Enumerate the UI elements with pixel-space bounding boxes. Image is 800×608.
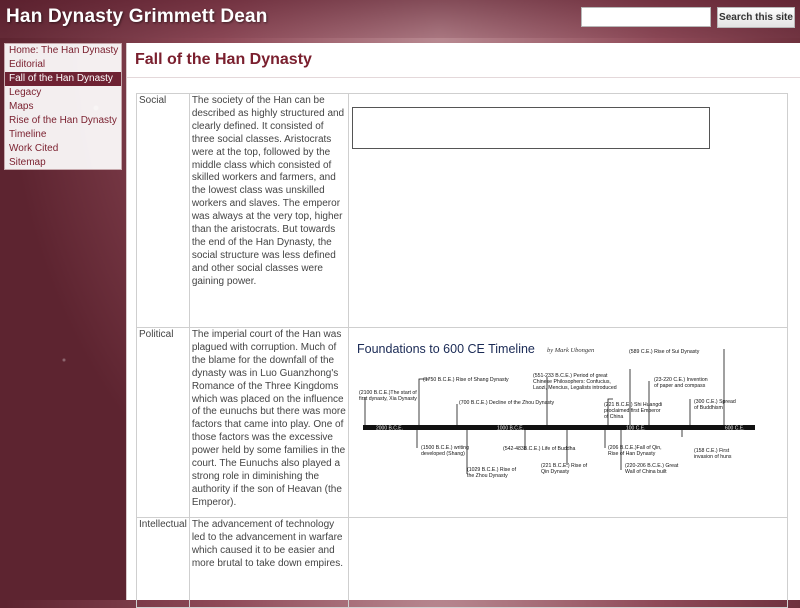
row-label: Political (136, 327, 190, 518)
sidebar-item-legacy[interactable]: Legacy (9, 87, 42, 98)
content-table: Social The society of the Han can be des… (136, 93, 788, 608)
timeline-axis-bar (362, 425, 755, 430)
sidebar-item-work-cited[interactable]: Work Cited (9, 143, 59, 154)
search-button[interactable]: Search this site (717, 7, 795, 28)
timeline-byline: by Mark Ubongen (547, 347, 594, 354)
site-title[interactable]: Han Dynasty Grimmett Dean (6, 6, 268, 27)
row-text: The advancement of technology led to the… (188, 517, 349, 608)
sidebar-item-editorial[interactable]: Editorial (9, 59, 46, 70)
axis-label: 100 C.E. (626, 426, 645, 432)
axis-label: 2000 B.C.E. (376, 426, 403, 432)
sidebar-item-sitemap[interactable]: Sitemap (9, 157, 46, 168)
sidebar-item-home[interactable]: Home: The Han Dynasty (9, 45, 119, 56)
timeline-image-cell: Foundations to 600 CE Timeline by Mark U… (347, 327, 788, 518)
sidebar-item-fall-of-the-han-dynasty[interactable]: Fall of the Han Dynasty (5, 72, 121, 86)
sidebar-item-maps[interactable]: Maps (9, 101, 34, 112)
sidebar-nav: Home: The Han Dynasty Editorial Fall of … (4, 43, 122, 170)
main-content: Fall of the Han Dynasty Social The socie… (126, 43, 800, 608)
embedded-media-frame[interactable] (351, 107, 710, 149)
row-text: The imperial court of the Han was plague… (188, 327, 349, 518)
connector-line (607, 398, 613, 425)
title-divider (127, 77, 800, 78)
row-label: Social (136, 93, 190, 328)
timeline-title: Foundations to 600 CE Timeline (357, 342, 535, 356)
table-row-intellectual: Intellectual The advancement of technolo… (136, 517, 788, 608)
timeline-image: Foundations to 600 CE Timeline by Mark U… (357, 342, 755, 479)
axis-label: 600 C.E. (725, 426, 744, 432)
connector-line (418, 378, 429, 425)
timeline-event: (542-483B.C.E.) Life of Buddha (503, 446, 575, 452)
sidebar-item-timeline[interactable]: Timeline (9, 129, 47, 140)
empty-cell (347, 517, 788, 608)
axis-label: 1000 B.C.E. (497, 426, 524, 432)
sidebar-item-rise-of-the-han-dynasty[interactable]: Rise of the Han Dynasty (9, 115, 117, 126)
table-row-political: Political The imperial court of the Han … (136, 327, 788, 518)
row-text: The society of the Han can be described … (188, 93, 349, 328)
timeline-event: (206 B.C.E.)Fall of Qin,Rise of Han Dyna… (608, 445, 662, 457)
timeline-event: (589 C.E.) Rise of Sui Dynasty (629, 349, 700, 355)
timeline-event: (700 B.C.E.) Decline of the Zhou Dynasty (459, 400, 555, 406)
search-input[interactable] (581, 7, 711, 27)
table-row-social: Social The society of the Han can be des… (136, 93, 788, 328)
row-label: Intellectual (136, 517, 190, 608)
page-title: Fall of the Han Dynasty (135, 51, 312, 68)
media-cell (347, 93, 788, 328)
timeline-event: (1750 B.C.E.) Rise of Shang Dynasty (423, 377, 509, 383)
